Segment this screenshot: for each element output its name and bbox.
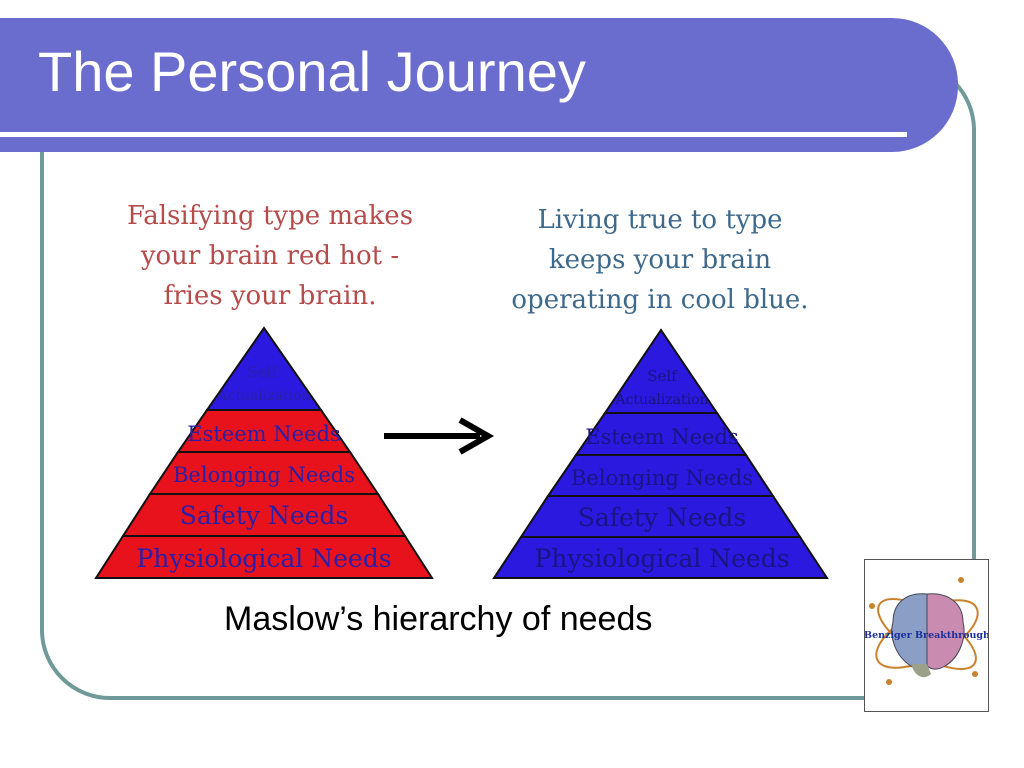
left-level-actualization: Actualization [216,388,310,404]
left-level-belonging: Belonging Needs [173,463,355,487]
right-level-physiological: Physiological Needs [534,544,789,573]
right-level-self: Self [647,367,678,385]
right-level-belonging: Belonging Needs [571,466,753,490]
arrow-icon [384,417,495,455]
left-pyramid-physiological-band [94,535,434,579]
title-underline [0,132,907,137]
title-bar [0,18,958,152]
left-level-self: Self [247,363,278,381]
left-level-safety: Safety Needs [180,501,349,530]
falsifying-type-note: Falsifying type makes your brain red hot… [126,201,414,311]
left-level-esteem: Esteem Needs [187,422,340,446]
right-pyramid-physiological-band [492,536,829,579]
right-level-actualization: Actualization [614,392,708,408]
left-level-physiological: Physiological Needs [136,544,391,573]
slide-title: The Personal Journey [38,40,586,103]
logo-text: Benziger Breakthrough [865,630,988,641]
brain-logo-icon: Benziger Breakthrough [864,577,990,685]
benziger-logo: Benziger Breakthrough [864,559,990,712]
slide-caption: Maslow’s hierarchy of needs [224,600,653,638]
right-level-esteem: Esteem Needs [585,425,738,449]
living-true-note: Living true to type keeps your brain ope… [511,205,809,315]
right-level-safety: Safety Needs [578,503,747,532]
